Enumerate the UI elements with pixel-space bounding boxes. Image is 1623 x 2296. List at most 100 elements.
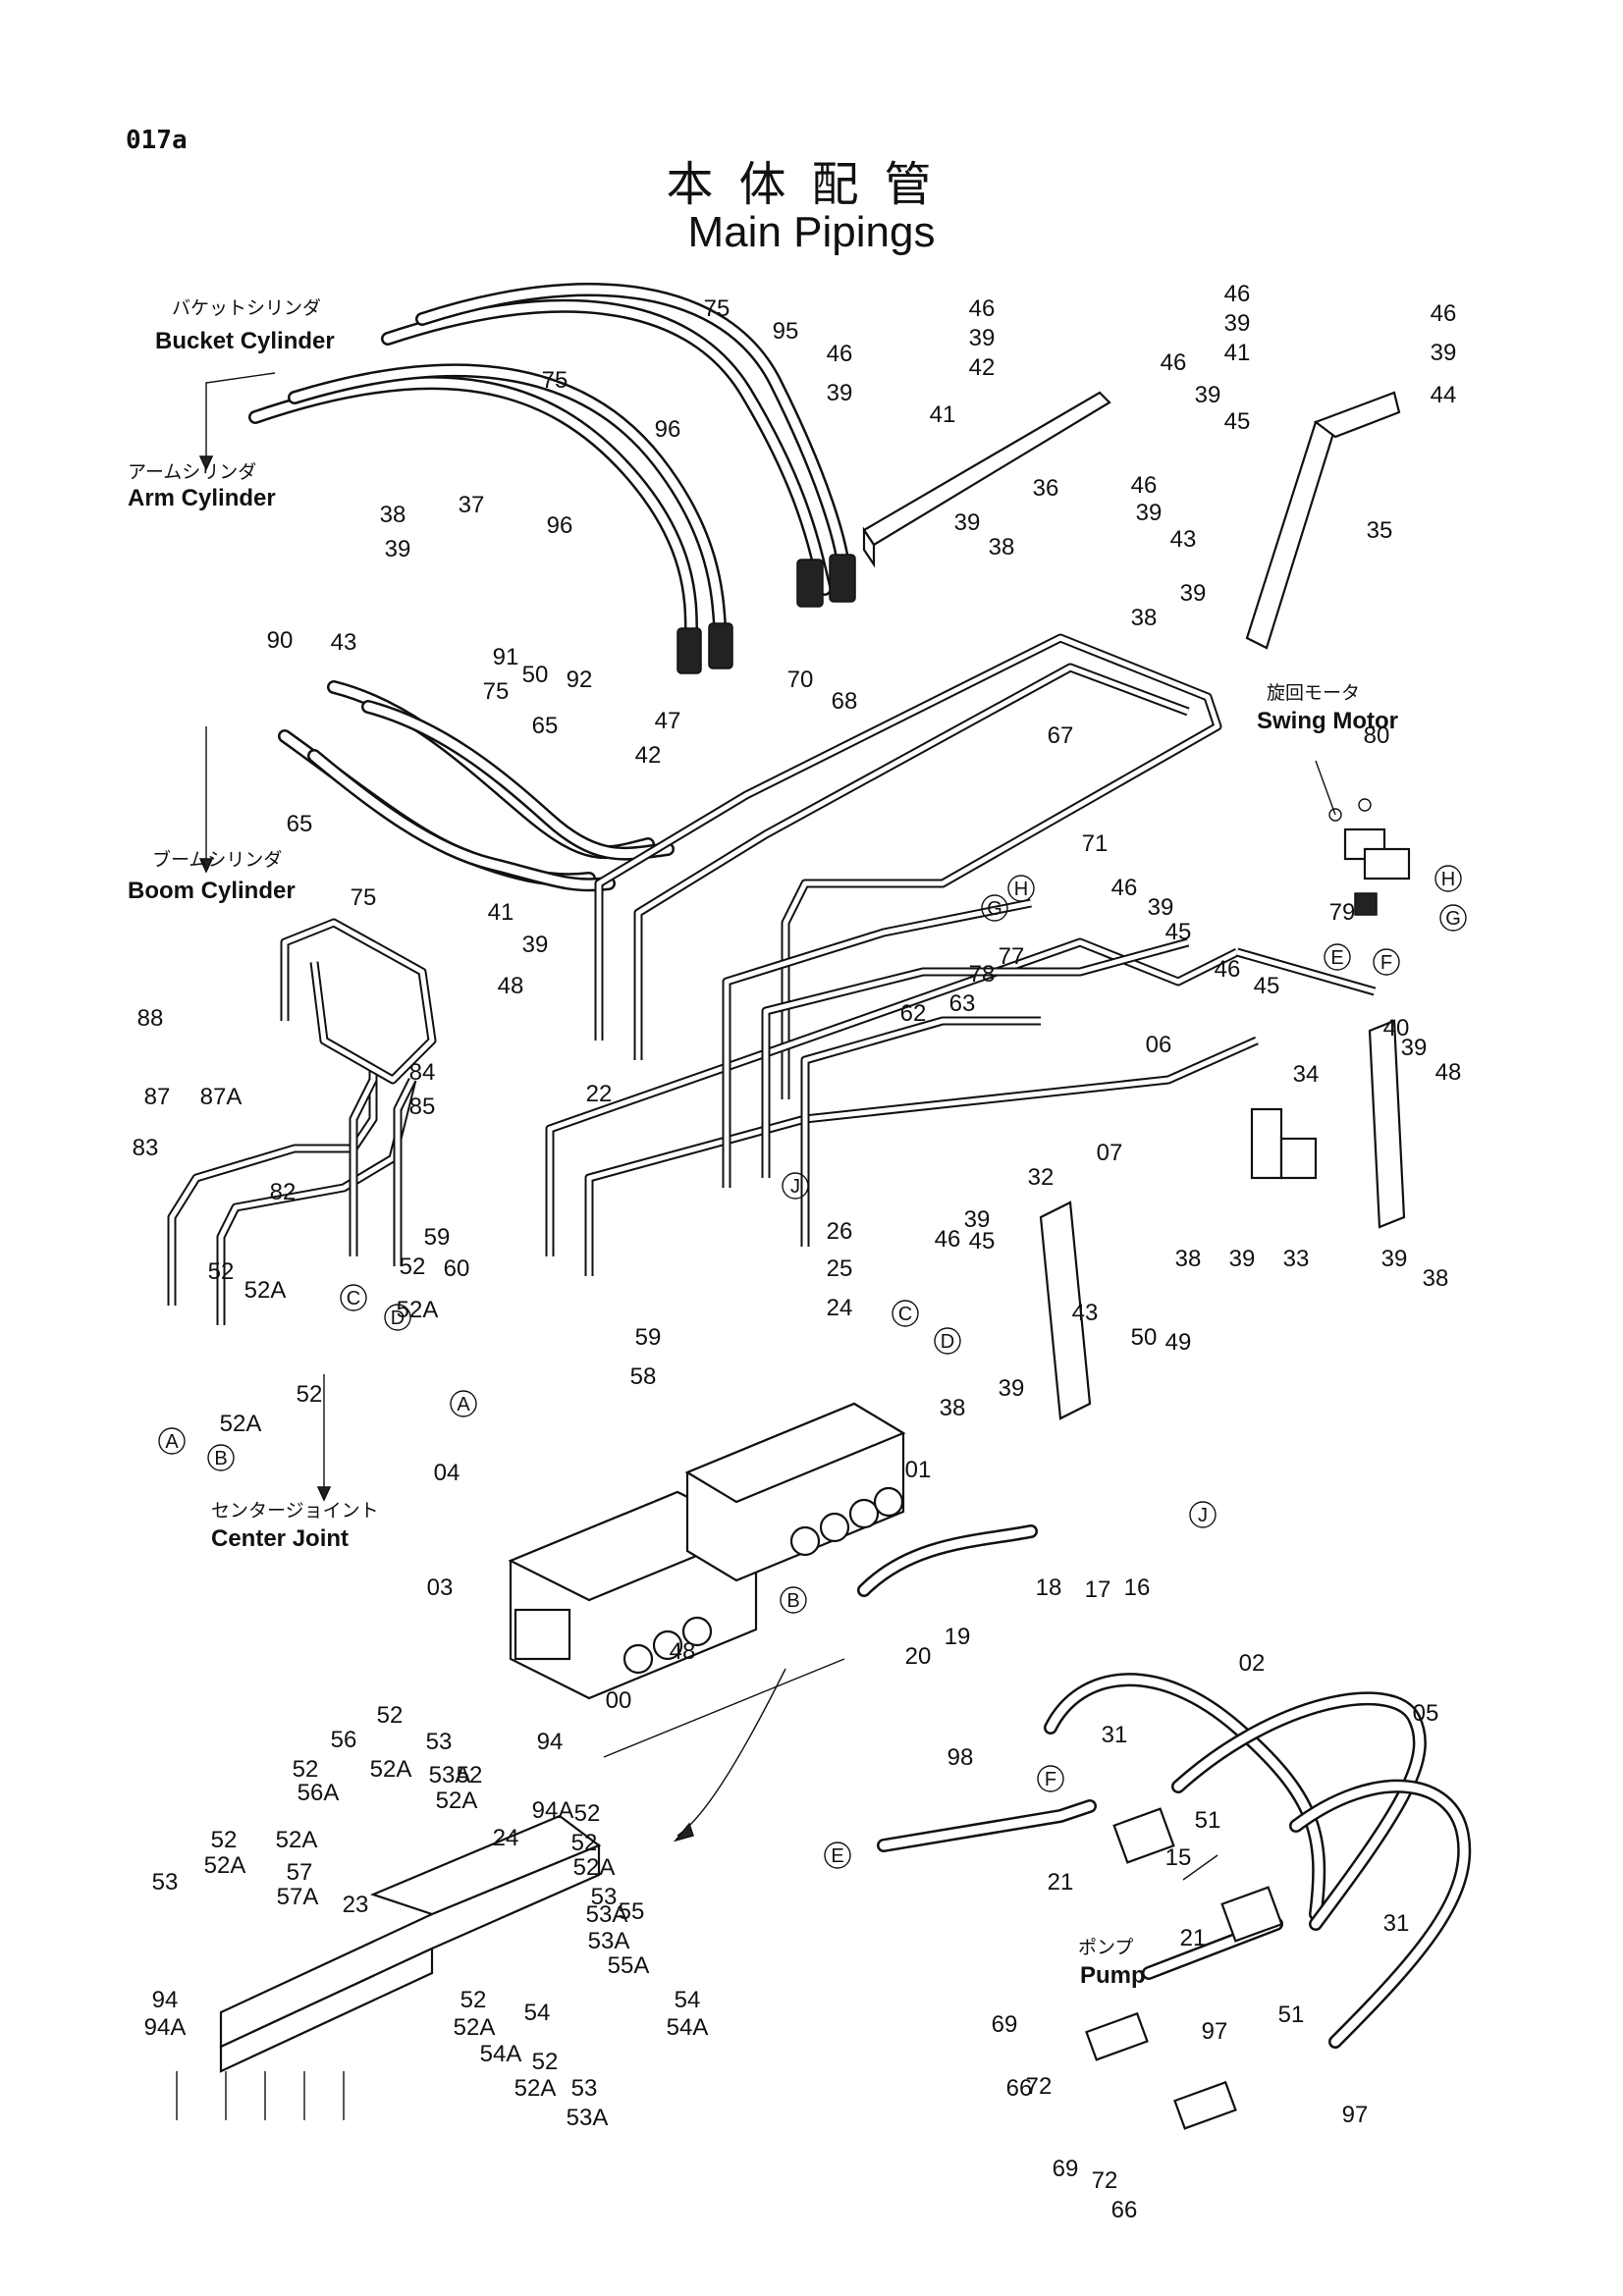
part-number-83: 83 [133,1135,159,1161]
part-number-70: 70 [787,667,814,693]
part-number-05: 05 [1413,1700,1439,1727]
part-number-53: 53 [426,1729,453,1755]
swing-motor-fittings [1328,798,1411,916]
part-number-48: 48 [1435,1059,1462,1086]
part-number-45: 45 [1165,919,1192,945]
connection-ref-A: A [450,1390,477,1417]
part-number-04: 04 [434,1460,460,1486]
connection-ref-B: B [207,1444,235,1471]
part-number-23: 23 [343,1892,369,1918]
part-number-56: 56 [331,1727,357,1753]
part-number-42: 42 [969,354,996,381]
part-number-77: 77 [999,943,1025,970]
part-number-15: 15 [1165,1844,1192,1871]
svg-text:F: F [1045,1769,1056,1790]
part-number-16: 16 [1124,1575,1151,1601]
part-number-46: 46 [1111,875,1138,901]
steel-pipe-network [545,633,1377,1276]
part-number-39: 39 [1180,580,1207,607]
svg-text:C: C [347,1288,360,1309]
part-number-53: 53 [591,1884,618,1910]
part-number-39: 39 [969,325,996,351]
part-number-66: 66 [1111,2197,1138,2223]
part-number-78: 78 [969,961,996,988]
connection-ref-E2: E [824,1842,851,1869]
part-number-90: 90 [267,627,294,654]
part-number-39: 39 [1136,500,1163,526]
part-number-51: 51 [1278,2002,1305,2028]
part-number-38: 38 [1175,1246,1202,1272]
bucket-cylinder-en: Bucket Cylinder [155,328,335,354]
pipe-network-left [167,918,437,1325]
part-number-46: 46 [1215,956,1241,983]
part-number-52: 52 [574,1800,601,1827]
part-number-52a: 52A [370,1756,412,1783]
part-number-51: 51 [1195,1807,1221,1834]
part-number-44: 44 [1431,382,1457,408]
boom-cylinder-en: Boom Cylinder [128,878,296,904]
part-number-49: 49 [1165,1329,1192,1356]
part-number-87: 87 [144,1084,171,1110]
connection-ref-J2: J [1189,1501,1217,1528]
part-number-39: 39 [999,1375,1025,1402]
pump-jp: ポンプ [1078,1937,1133,1958]
part-number-53a: 53A [567,2105,609,2131]
part-number-33: 33 [1283,1246,1310,1272]
hose-bundle-upper [248,283,856,674]
part-number-21: 21 [1048,1869,1074,1896]
part-number-01: 01 [905,1457,932,1483]
part-number-57: 57 [287,1859,313,1886]
part-number-53a: 53A [588,1928,630,1954]
part-number-96: 96 [547,512,573,539]
svg-text:B: B [786,1590,799,1612]
part-number-06: 06 [1146,1032,1172,1058]
part-number-52: 52 [208,1258,235,1285]
part-number-65: 65 [532,713,559,739]
svg-text:A: A [457,1394,470,1415]
part-number-39: 39 [522,932,549,958]
part-number-35: 35 [1367,517,1393,544]
part-number-41: 41 [1224,340,1251,366]
part-number-79: 79 [1329,899,1356,926]
part-number-26: 26 [827,1218,853,1245]
part-number-55: 55 [619,1898,645,1925]
connection-ref-D2: D [934,1327,961,1355]
connection-ref-F2: F [1037,1765,1064,1792]
bracket-34 [1368,1019,1406,1229]
part-number-94: 94 [537,1729,564,1755]
svg-text:E: E [1330,947,1343,969]
part-number-46: 46 [1431,300,1457,327]
part-number-46: 46 [1224,281,1251,307]
part-number-21: 21 [1180,1925,1207,1951]
arm-cylinder-en: Arm Cylinder [128,485,276,511]
part-number-53: 53 [152,1869,179,1896]
part-number-39: 39 [1148,894,1174,921]
part-number-52: 52 [211,1827,238,1853]
part-number-46: 46 [969,295,996,322]
center-joint-en: Center Joint [211,1525,349,1552]
control-valve-01 [684,1402,906,1582]
part-number-52a: 52A [204,1852,246,1879]
part-number-72: 72 [1026,2073,1053,2100]
svg-text:D: D [391,1308,405,1329]
svg-text:A: A [165,1431,179,1453]
connection-ref-E: E [1324,943,1351,971]
part-number-54a: 54A [667,2014,709,2041]
part-number-53a: 53A [429,1762,471,1789]
part-number-75: 75 [351,884,377,911]
part-number-39: 39 [385,536,411,562]
svg-text:B: B [214,1448,227,1469]
pump-hoses [857,1524,1472,2130]
part-number-57a: 57A [277,1884,319,1910]
part-number-46: 46 [935,1226,961,1253]
part-number-00: 00 [606,1687,632,1714]
part-number-40: 40 [1383,1015,1410,1041]
svg-text:G: G [987,898,1002,920]
part-number-52: 52 [293,1756,319,1783]
part-number-52: 52 [460,1987,487,2013]
part-number-39: 39 [827,380,853,406]
part-number-39: 39 [1195,382,1221,408]
part-number-52a: 52A [573,1854,616,1881]
part-number-75: 75 [542,367,568,394]
svg-text:J: J [790,1176,800,1198]
